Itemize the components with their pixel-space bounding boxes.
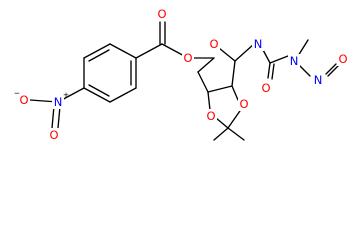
carbonyl-oxygen-ester: O [157, 7, 166, 21]
label-background [182, 51, 194, 65]
dioxolane-oxygen-right: O [239, 97, 248, 111]
nitro-nitrogen: N [54, 95, 63, 109]
bond [197, 57, 215, 73]
urea-nitrogen: N [290, 54, 299, 68]
urea-carbonyl-oxygen: O [261, 81, 270, 95]
nitro-oxygen: O [49, 128, 58, 142]
bond [207, 85, 233, 93]
bond [83, 43, 111, 59]
bond [234, 43, 255, 62]
bond [207, 91, 211, 111]
label-background [238, 97, 250, 111]
bond [215, 117, 229, 129]
nitro-oxygen-anion: O [19, 93, 28, 107]
molecule-structure: O O O N N N O O O O N + O − O [14, 7, 349, 142]
dioxolane-oxygen-left: O [206, 109, 215, 123]
label-background [260, 81, 272, 95]
label-background [52, 95, 64, 109]
bond [297, 39, 309, 57]
bond [83, 87, 111, 103]
bond [271, 63, 275, 80]
bond [327, 65, 339, 77]
amide-nitrogen: N [254, 37, 263, 51]
bond-layer [29, 21, 339, 141]
nitro-oxygen-charge: − [14, 89, 20, 98]
bond [227, 127, 245, 141]
bond [88, 49, 110, 62]
bond [197, 71, 209, 93]
bond [88, 84, 110, 97]
bond [227, 107, 243, 129]
ring-oxygen: O [209, 37, 218, 51]
structure-drawing: O O O N N N O O O O N + O − O [13, 7, 349, 142]
atom-label-layer: O O O N N N O O O O N + O − O [14, 7, 348, 142]
label-background [48, 128, 60, 142]
bond [135, 43, 163, 59]
bond [109, 43, 137, 59]
ester-oxygen: O [183, 51, 192, 65]
label-background [18, 93, 30, 107]
bond [57, 105, 61, 129]
label-background [312, 73, 324, 87]
label-background [337, 52, 349, 66]
label-background [252, 37, 264, 51]
bond [269, 55, 289, 64]
nitroso-nitrogen: N [314, 73, 323, 87]
bond [267, 62, 271, 79]
bond [231, 60, 236, 87]
label-background [205, 109, 217, 123]
label-background [208, 37, 220, 51]
label-background [156, 7, 168, 21]
nitroso-oxygen: O [338, 52, 347, 66]
label-background [288, 54, 300, 68]
bond [231, 85, 239, 101]
bond [213, 127, 229, 141]
bond [325, 63, 337, 75]
bond [109, 87, 137, 103]
nitro-nitrogen-charge: + [63, 91, 69, 100]
bond [299, 65, 311, 77]
bond [51, 105, 55, 129]
